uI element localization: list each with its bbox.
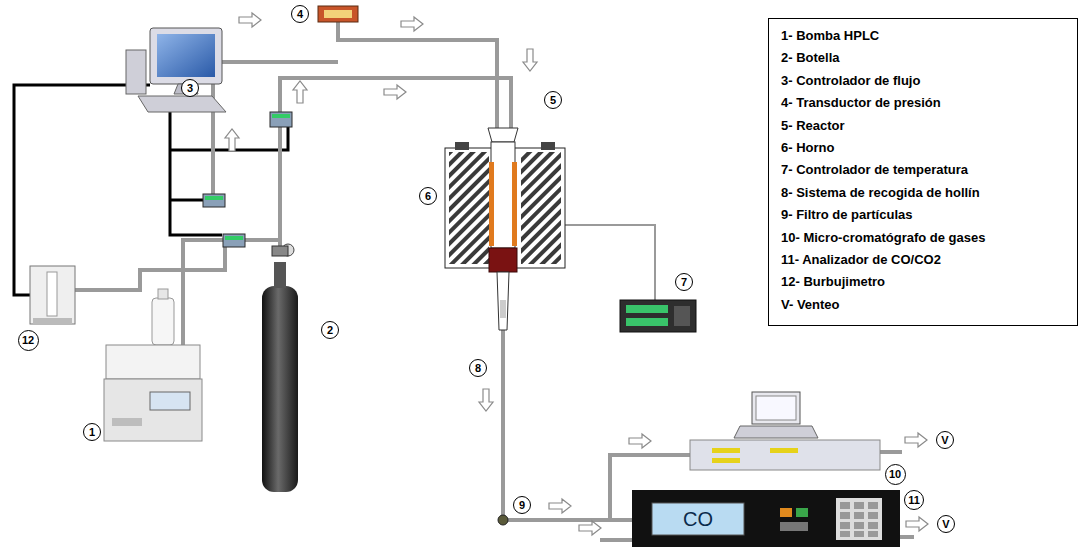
- legend-entry: 7- Controlador de temperatura: [781, 159, 1065, 181]
- thermocouple-wire: [565, 225, 655, 300]
- legend-entry: 2- Botella: [781, 47, 1065, 69]
- signal-cables: [14, 85, 288, 295]
- display-text: CO: [680, 507, 716, 531]
- legend-entry: 10- Micro-cromatógrafo de gases: [781, 227, 1065, 249]
- temperature-controller: [620, 300, 696, 332]
- callout-number: 9: [513, 496, 531, 514]
- legend-entry: 4- Transductor de presión: [781, 92, 1065, 114]
- pressure-transducer: [318, 6, 358, 22]
- legend-entry: 6- Horno: [781, 137, 1065, 159]
- callout-number: 10: [885, 464, 906, 485]
- callout-number: 8: [469, 359, 487, 377]
- legend-entry: 5- Reactor: [781, 115, 1065, 137]
- computer: [126, 28, 226, 112]
- callout-number: 1: [83, 423, 101, 441]
- callout-number: 4: [291, 5, 309, 23]
- micro-gc: [690, 392, 880, 470]
- legend-entry: 9- Filtro de partículas: [781, 204, 1065, 226]
- vent-label: V: [936, 431, 954, 449]
- callout-number: 7: [675, 273, 693, 291]
- hplc-pump: [104, 289, 202, 441]
- legend-entry: 1- Bomba HPLC: [781, 25, 1065, 47]
- callout-number: 11: [904, 490, 924, 510]
- co-analyzer: [632, 490, 900, 547]
- callout-number: 3: [181, 79, 199, 97]
- legend-entry: 3- Controlador de flujo: [781, 70, 1065, 92]
- reactor: [488, 128, 518, 272]
- gas-cylinder: [262, 244, 298, 492]
- particle-filter: [498, 515, 508, 525]
- callout-number: 5: [544, 91, 562, 109]
- soot-collector: [497, 272, 509, 330]
- callout-number: 6: [419, 187, 437, 205]
- legend-entry: V- Venteo: [781, 294, 1065, 316]
- vent-label: V: [937, 515, 955, 533]
- legend-entry: 12- Burbujimetro: [781, 271, 1065, 293]
- callout-number: 2: [321, 321, 339, 339]
- callout-number: 12: [18, 330, 39, 351]
- bubble-meter: [30, 266, 75, 324]
- flow-controllers: [203, 112, 292, 247]
- legend-box: 1- Bomba HPLC2- Botella3- Controlador de…: [768, 18, 1078, 326]
- legend-entry: 11- Analizador de CO/CO2: [781, 249, 1065, 271]
- legend-entry: 8- Sistema de recogida de hollín: [781, 182, 1065, 204]
